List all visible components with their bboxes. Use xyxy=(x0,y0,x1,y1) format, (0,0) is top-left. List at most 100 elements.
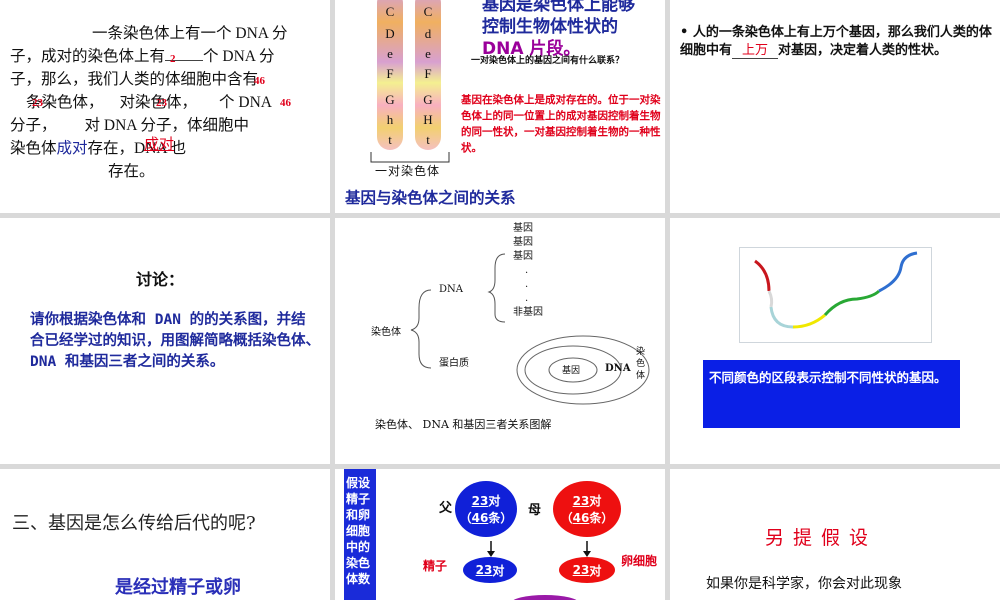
title-line: 基因是染色体上能够 xyxy=(482,0,635,15)
pair-question: 一对染色体上的基因之间有什么联系？ xyxy=(471,56,625,66)
band-label: e xyxy=(387,46,393,61)
assumption-sidebar: 假设精子和卵细胞中的染色体数 xyxy=(344,469,376,600)
pair-answer: 基因在染色体上是成对存在的。位于一对染色体上的同一位置上的成对基因控制着生物的同… xyxy=(461,94,661,154)
line: 一条染色体上有一个 DNA 分 xyxy=(10,22,330,45)
unit: 条 xyxy=(488,511,501,525)
hypothesis-body: 如果你是科学家，你会对此现象 xyxy=(706,576,902,592)
band-label: H xyxy=(423,112,433,127)
dna-count-paragraph: 一条染色体上有一个 DNA 分 子，成对的染色体上有 个 DNA 分 子，那么，我… xyxy=(10,22,330,183)
text: 个 DNA 分 xyxy=(203,48,275,65)
egg-label: 卵细胞 xyxy=(621,554,658,568)
text: 条染色体， xyxy=(26,94,104,111)
title-line: DNA 片段。 xyxy=(482,39,581,59)
text: 个 DNA xyxy=(219,94,272,111)
panel-gene-count: • 人的一条染色体上有上万个基因，那么我们人类的体细胞中有上万对基因，决定着人类… xyxy=(670,0,1000,213)
ellipsis: . xyxy=(525,279,529,290)
text: 成对 xyxy=(56,140,88,157)
ring-gene-label: 基因 xyxy=(562,366,581,376)
answer-5: 23 xyxy=(156,97,167,109)
hypothesis-title: 另提假设 xyxy=(765,527,878,549)
band-label: G xyxy=(385,92,395,107)
gene-count-text: • 人的一条染色体上有上万个基因，那么我们人类的体细胞中有上万对基因，决定着人类… xyxy=(680,24,995,60)
text: 人的一条染色体上有上万个基因，那么我们人类的体细胞中有 xyxy=(680,25,992,58)
gene-item: 基因 xyxy=(513,223,533,234)
text: 子，成对的染色体上有 xyxy=(10,48,166,65)
ring-chromosome-label: 染色体 xyxy=(636,347,646,381)
unit: 对 xyxy=(589,494,602,508)
father-cell: 23对 （46条） xyxy=(455,481,517,537)
text: 子，那么，我们人类的体细胞中含有 xyxy=(10,71,259,88)
value: 46 xyxy=(471,511,489,525)
text: 对 DNA 分子，体细胞中 xyxy=(84,117,249,134)
panel-dna-count: 一条染色体上有一个 DNA 分 子，成对的染色体上有 个 DNA 分 子，那么，我… xyxy=(0,0,330,213)
discussion-title: 讨论： xyxy=(136,270,185,289)
band-label: d xyxy=(424,26,432,41)
gene-list: 基因 基因 基因 . . . 非基因 xyxy=(513,222,543,320)
panel-colored-gene-segments: 不同颜色的区段表示控制不同性状的基因。 xyxy=(670,218,1000,464)
segment-note-box: 不同颜色的区段表示控制不同性状的基因。 xyxy=(703,360,960,428)
value: 23 xyxy=(572,494,590,508)
mother-label: 母 xyxy=(528,503,542,518)
section-answer: 是经过精子或卵 xyxy=(115,577,241,598)
father-label: 父 xyxy=(439,501,453,516)
mother-cell: 23对 （46条） xyxy=(553,481,621,537)
ellipsis: . xyxy=(525,265,529,276)
band-label: G xyxy=(423,92,433,107)
band-label: t xyxy=(426,132,430,147)
band-label: D xyxy=(385,26,395,41)
ellipsis: . xyxy=(525,293,529,304)
section-question: 三、基因是怎么传给后代的呢? xyxy=(12,513,256,534)
unit: 对 xyxy=(488,494,501,508)
chromosome-right: C d e F G H t xyxy=(415,0,441,150)
value: 23 xyxy=(572,563,590,577)
panel-gene-chromosome: C D e F G h t C d e F G H t 一对染色体 基因是染色体… xyxy=(335,0,665,213)
title-line: 控制生物体性状的 xyxy=(482,17,618,37)
line: 条染色体， 对染色体， 个 DNA xyxy=(10,91,330,114)
panel-relation-diagram: 染色体 DNA 蛋白质 基因 基因 基因 . . . 非基因 基因 DNA 染色… xyxy=(335,218,665,464)
band-label: t xyxy=(388,132,392,147)
unit: 对 xyxy=(492,563,505,578)
value: 23 xyxy=(471,494,489,508)
panel-gamete-diagram: 假设精子和卵细胞中的染色体数 父 母 23对 （46条） 23对 （46条） 精… xyxy=(335,469,665,600)
answer: 上万 xyxy=(732,43,779,59)
line: 存在。 xyxy=(10,160,330,183)
text: 分子， xyxy=(10,117,57,134)
text: DNA 也 xyxy=(134,140,187,157)
answer-2: 46 xyxy=(254,75,265,87)
text: 染色体 xyxy=(10,140,57,157)
text: 对染色体， xyxy=(119,94,198,111)
answer-6: 成对 xyxy=(144,137,175,153)
text: 存在， xyxy=(87,140,135,157)
line: 子，那么，我们人类的体细胞中含有 xyxy=(10,68,330,91)
line: 染色体成对存在，DNA 也 xyxy=(10,137,330,160)
definition-title: 基因是染色体上能够 控制生物体性状的 DNA 片段。 xyxy=(482,0,665,60)
diagram-caption: 染色体、 DNA 和基因三者关系图解 xyxy=(375,418,552,431)
non-gene-item: 非基因 xyxy=(513,307,543,318)
ring-dna-label: DNA xyxy=(605,363,631,374)
answer-4: 46 xyxy=(280,97,291,109)
node-dna: DNA xyxy=(439,284,463,295)
node-protein: 蛋白质 xyxy=(439,358,469,369)
line: 分子， 对 DNA 分子，体细胞中 xyxy=(10,114,330,137)
answer-3: 23 xyxy=(32,97,43,109)
pair-bracket xyxy=(370,152,450,163)
text: 一条染色体上有一个 DNA 分 xyxy=(92,25,288,42)
panel-caption: 基因与染色体之间的关系 xyxy=(345,189,516,207)
line: 子，成对的染色体上有 个 DNA 分 xyxy=(10,45,330,68)
bullet: • xyxy=(680,25,689,40)
node-chromosome: 染色体 xyxy=(371,327,401,338)
tree-brackets xyxy=(410,253,650,405)
answer-1: 2 xyxy=(170,53,176,65)
band-label: F xyxy=(424,66,432,81)
band-label: C xyxy=(385,4,395,19)
text: 存在。 xyxy=(108,163,155,180)
blank xyxy=(165,60,204,61)
sperm-label: 精子 xyxy=(423,559,448,573)
band-label: h xyxy=(386,112,394,127)
panel-hypothesis: 另提假设 如果你是科学家，你会对此现象 xyxy=(670,469,1000,600)
panel-discussion: 讨论： 请你根据染色体和 DAN 的的关系图，并结合已经学过的知识，用图解简略概… xyxy=(0,218,330,464)
pair-label: 一对染色体 xyxy=(375,164,441,178)
unit: 条 xyxy=(589,511,602,525)
